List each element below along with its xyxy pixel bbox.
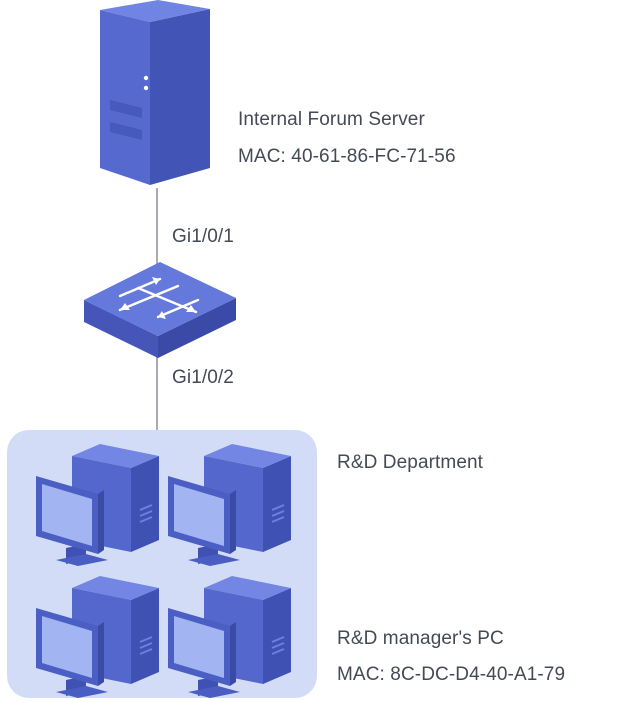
- server-icon: [100, 0, 210, 185]
- server-mac: MAC: 40-61-86-FC-71-56: [238, 146, 456, 167]
- server-name: Internal Forum Server: [238, 109, 425, 130]
- downlink-port-label: Gi1/0/2: [172, 367, 234, 388]
- uplink-port-label: Gi1/0/1: [172, 226, 234, 247]
- manager-pc-label: R&D manager's PC: [337, 628, 504, 649]
- switch-icon: [84, 262, 236, 358]
- manager-pc-mac: MAC: 8C-DC-D4-40-A1-79: [337, 664, 566, 685]
- department-name: R&D Department: [337, 452, 484, 473]
